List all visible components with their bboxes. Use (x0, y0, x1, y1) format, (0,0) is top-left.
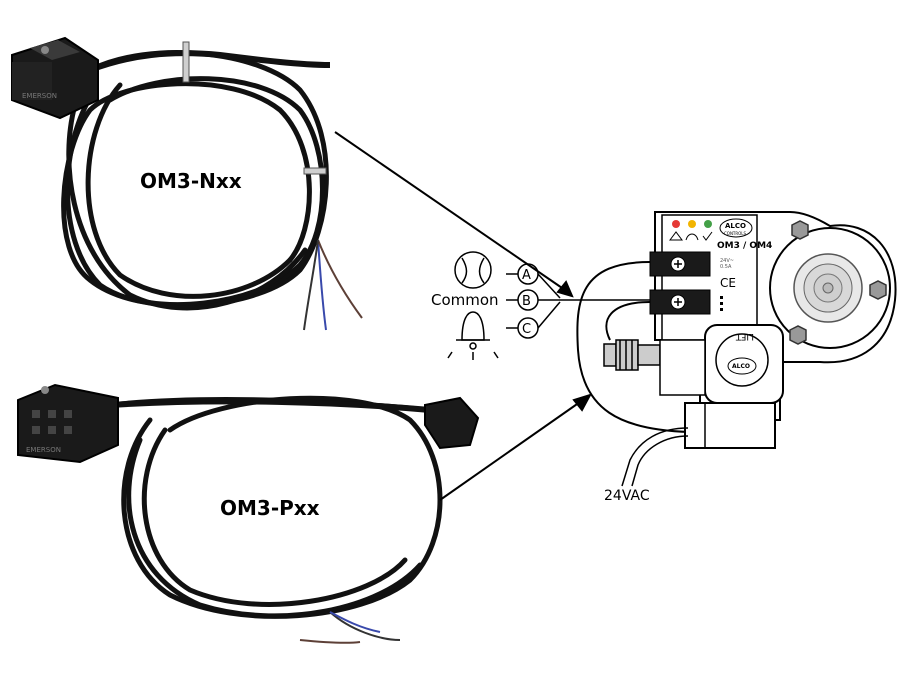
valve-brand-badge: ALCO (732, 363, 750, 370)
wiring-terminals: Common A B C (431, 251, 650, 360)
din-connector-bottom-left: EMERSON (17, 383, 119, 464)
om3-om4-device: ALCO CONTROLS OM3 / OM4 24V~ 0.5A CE LIF… (576, 211, 897, 504)
green-led-icon (704, 220, 712, 228)
cable-label-om3-nxx: OM3-Nxx (140, 169, 242, 193)
cable-om3-pxx: EMERSON OM3-Pxx (17, 383, 480, 644)
spec-text-2: 0.5A (720, 264, 732, 270)
cable-label-om3-pxx: OM3-Pxx (220, 496, 320, 520)
brand-badge: ALCO (725, 222, 746, 230)
ce-mark: CE (720, 276, 736, 290)
terminal-b-label: B (522, 294, 531, 309)
socket-bottom (649, 289, 711, 315)
connector-brand-text: EMERSON (22, 92, 57, 100)
compressor-icon (454, 251, 492, 289)
socket-top (649, 251, 711, 277)
din-connector-top: EMERSON (11, 36, 99, 120)
power-label-24vac: 24VAC (604, 488, 650, 504)
red-led-icon (672, 220, 680, 228)
model-label: OM3 / OM4 (717, 241, 772, 251)
terminal-c-label: C (522, 322, 531, 337)
pipe-fitting-icon (603, 339, 661, 371)
status-pictograms (669, 231, 713, 241)
alarm-bell-icon (447, 311, 499, 360)
yellow-led-icon (688, 220, 696, 228)
common-label: Common (431, 291, 499, 309)
terminal-a-label: A (522, 268, 531, 283)
lift-mark: LIFT (735, 331, 754, 341)
brand-sub: CONTROLS (724, 231, 747, 236)
connector-brand-text: EMERSON (26, 446, 61, 454)
spec-text-1: 24V~ (720, 258, 734, 264)
din-connector-bottom-right (424, 396, 480, 450)
cable-om3-nxx: EMERSON OM3-Nxx (11, 36, 363, 331)
